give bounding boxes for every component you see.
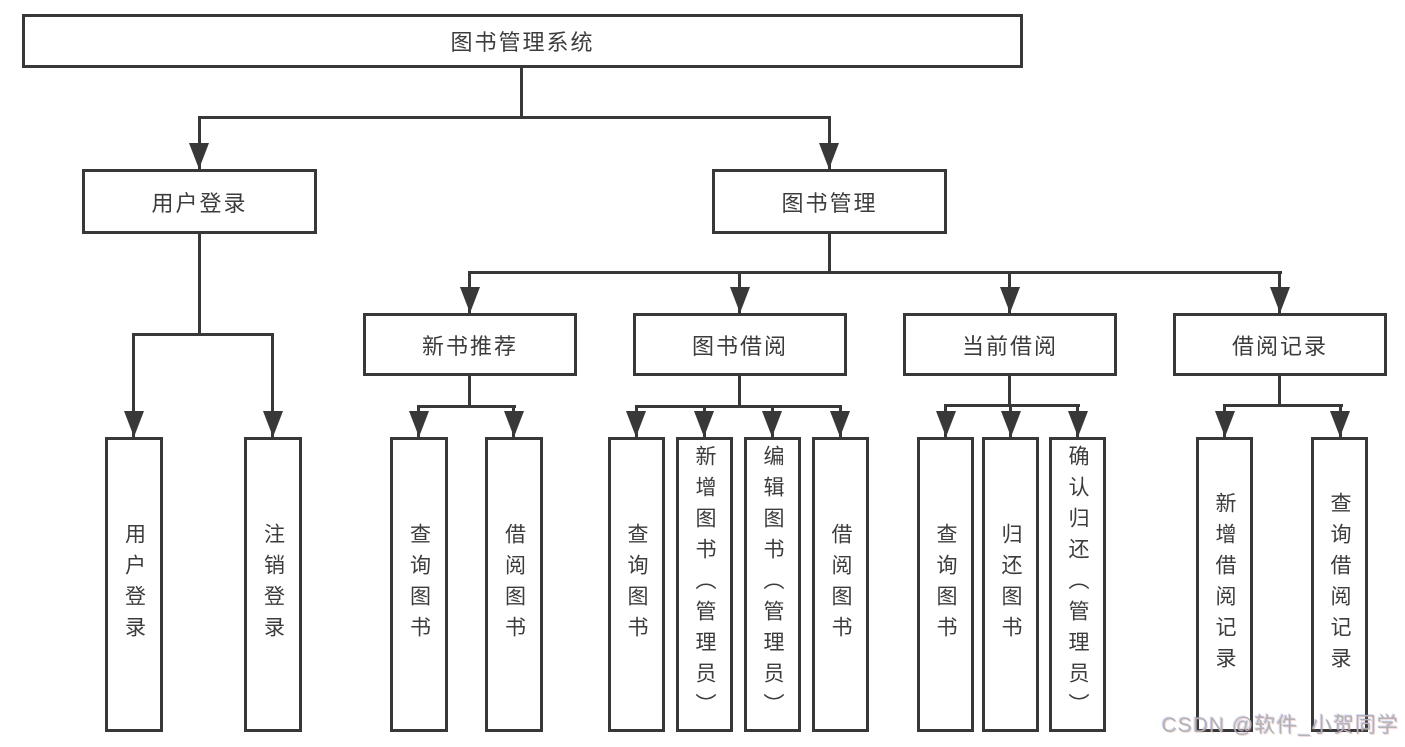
node-label: 图书管理系统 bbox=[450, 30, 595, 55]
leaf-label: 编辑图书（管理员） bbox=[761, 445, 784, 724]
leaf-label: 注销登录 bbox=[261, 522, 285, 647]
arrowhead-down-icon bbox=[263, 411, 283, 437]
leaf-query-books-recommend: 查询图书 bbox=[390, 437, 448, 732]
arrowhead-down-icon bbox=[409, 411, 429, 437]
arrowhead-down-icon bbox=[762, 411, 782, 437]
node-label: 借阅记录 bbox=[1231, 333, 1328, 359]
csdn-watermark: CSDN @软件_小贺同学 bbox=[1161, 714, 1399, 737]
arrowhead-down-icon bbox=[694, 411, 714, 437]
leaf-query-books-borrowing: 查询图书 bbox=[608, 437, 665, 732]
leaf-label: 查询图书 bbox=[407, 522, 431, 647]
leaf-label: 查询图书 bbox=[625, 522, 648, 647]
connector-borrowing-records-split bbox=[1223, 404, 1343, 407]
leaf-add-borrow-record: 新增借阅记录 bbox=[1196, 437, 1253, 732]
arrowhead-down-icon bbox=[626, 411, 646, 437]
arrowhead-down-icon bbox=[1215, 411, 1235, 437]
arrowhead-down-icon bbox=[1068, 411, 1088, 437]
arrowhead-down-icon bbox=[189, 143, 209, 169]
leaf-label: 用户登录 bbox=[122, 522, 146, 647]
connector-current-borrowing-stem bbox=[1008, 376, 1011, 406]
connector-drop-leaf bbox=[271, 335, 274, 437]
arrowhead-down-icon bbox=[819, 143, 839, 169]
arrowhead-down-icon bbox=[1001, 411, 1021, 437]
arrowhead-down-icon bbox=[504, 411, 524, 437]
arrowhead-down-icon bbox=[730, 287, 750, 313]
node-borrowing-records: 借阅记录 bbox=[1173, 313, 1387, 376]
arrowhead-down-icon bbox=[460, 287, 480, 313]
leaf-return-books: 归还图书 bbox=[982, 437, 1039, 732]
node-label: 图书管理 bbox=[781, 190, 878, 216]
connector-book-borrowing-stem bbox=[738, 376, 741, 407]
node-label: 图书借阅 bbox=[691, 333, 788, 359]
leaf-add-books-admin: 新增图书（管理员） bbox=[676, 437, 733, 732]
leaf-user-login: 用户登录 bbox=[105, 437, 163, 732]
connector-user-login-split bbox=[132, 333, 274, 336]
leaf-edit-books-admin: 编辑图书（管理员） bbox=[744, 437, 801, 732]
node-user-login: 用户登录 bbox=[82, 169, 317, 234]
node-current-borrowing: 当前借阅 bbox=[903, 313, 1117, 376]
arrowhead-down-icon bbox=[124, 411, 144, 437]
leaf-label: 查询图书 bbox=[934, 522, 957, 647]
connector-root-stem bbox=[520, 68, 523, 118]
leaf-label: 新增借阅记录 bbox=[1213, 491, 1236, 678]
node-book-management: 图书管理 bbox=[712, 169, 947, 234]
connector-new-book-stem bbox=[468, 375, 471, 407]
leaf-logout: 注销登录 bbox=[244, 437, 302, 732]
leaf-label: 查询借阅记录 bbox=[1328, 491, 1351, 678]
leaf-label: 归还图书 bbox=[999, 522, 1022, 647]
node-library-management-system: 图书管理系统 bbox=[22, 14, 1023, 68]
arrowhead-down-icon bbox=[1270, 287, 1290, 313]
node-new-book-recommendation: 新书推荐 bbox=[363, 313, 577, 376]
node-label: 当前借阅 bbox=[961, 333, 1058, 359]
connector-book-management-stem bbox=[828, 234, 831, 273]
connector-current-borrowing-split bbox=[944, 404, 1080, 407]
connector-borrowing-records-stem bbox=[1278, 376, 1281, 406]
connector-new-book-split bbox=[417, 405, 516, 408]
leaf-borrow-books-borrowing: 借阅图书 bbox=[812, 437, 869, 732]
arrowhead-down-icon bbox=[936, 411, 956, 437]
leaf-confirm-return-admin: 确认归还（管理员） bbox=[1049, 437, 1106, 732]
connector-book-management-split bbox=[468, 271, 1282, 274]
node-book-borrowing: 图书借阅 bbox=[633, 313, 847, 376]
leaf-query-books-current: 查询图书 bbox=[917, 437, 974, 732]
leaf-borrow-books-recommend: 借阅图书 bbox=[485, 437, 543, 732]
leaf-label: 新增图书（管理员） bbox=[693, 445, 716, 724]
connector-root-split bbox=[198, 116, 831, 119]
node-label: 新书推荐 bbox=[421, 333, 518, 359]
connector-user-login-stem bbox=[198, 233, 201, 335]
arrowhead-down-icon bbox=[1000, 287, 1020, 313]
connector-drop-leaf bbox=[132, 335, 135, 437]
leaf-query-borrow-record: 查询借阅记录 bbox=[1311, 437, 1368, 732]
connector-book-borrowing-split bbox=[635, 405, 842, 408]
leaf-label: 借阅图书 bbox=[502, 522, 526, 647]
node-label: 用户登录 bbox=[151, 190, 248, 216]
arrowhead-down-icon bbox=[830, 411, 850, 437]
leaf-label: 借阅图书 bbox=[829, 522, 852, 647]
arrowhead-down-icon bbox=[1330, 411, 1350, 437]
leaf-label: 确认归还（管理员） bbox=[1066, 445, 1089, 724]
